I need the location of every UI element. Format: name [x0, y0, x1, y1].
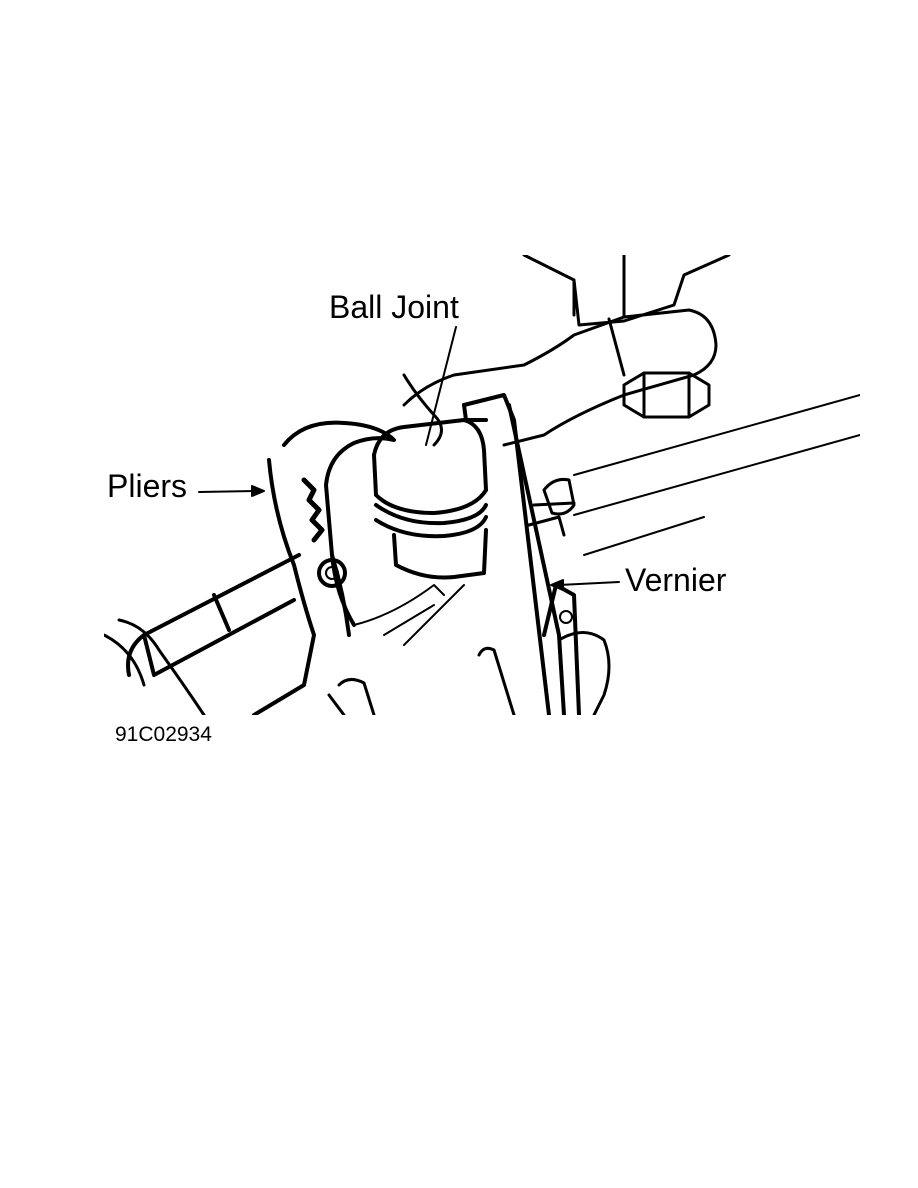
ball-joint-housing: [372, 418, 488, 580]
tie-rod: [573, 394, 860, 556]
hex-nut: [622, 371, 711, 419]
vernier-label: Vernier: [625, 562, 727, 598]
linkage-lines: [353, 584, 465, 646]
control-arm: [402, 308, 718, 447]
chassis-block: [522, 255, 731, 327]
pliers: [252, 420, 396, 715]
leader-lines: [198, 326, 620, 591]
figure-id: 91C02934: [115, 723, 212, 746]
illustration: [104, 255, 860, 715]
ball-joint-label: Ball Joint: [329, 289, 459, 325]
clamp: [527, 478, 576, 537]
vernier-caliper: [462, 393, 581, 715]
pliers-handle: [126, 553, 301, 677]
pliers-label: Pliers: [107, 468, 188, 504]
